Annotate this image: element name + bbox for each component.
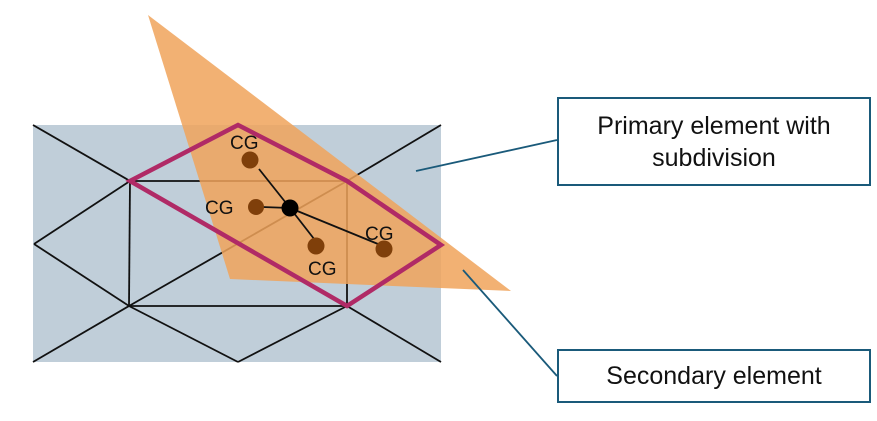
secondary-callout-leader [462,269,558,377]
cg-point-right [375,240,393,258]
primary-callout-leader [415,139,558,172]
cg-point-bottom [307,237,325,255]
secondary-element [148,15,511,291]
primary-element-callout-text: Primary element with subdivision [597,111,831,172]
cg-label-bottom: CG [308,259,337,280]
center-point [281,199,299,217]
primary-element-callout: Primary element with subdivision [557,97,871,186]
cg-label-right: CG [365,224,394,245]
cg-label-top: CG [230,133,259,154]
cg-point-top [241,151,259,169]
cg-point-left [248,199,264,215]
cg-label-left: CG [205,198,234,219]
primary-element-outline [125,122,446,309]
secondary-element-callout-text: Secondary element [606,362,822,390]
secondary-element-callout: Secondary element [557,349,871,403]
